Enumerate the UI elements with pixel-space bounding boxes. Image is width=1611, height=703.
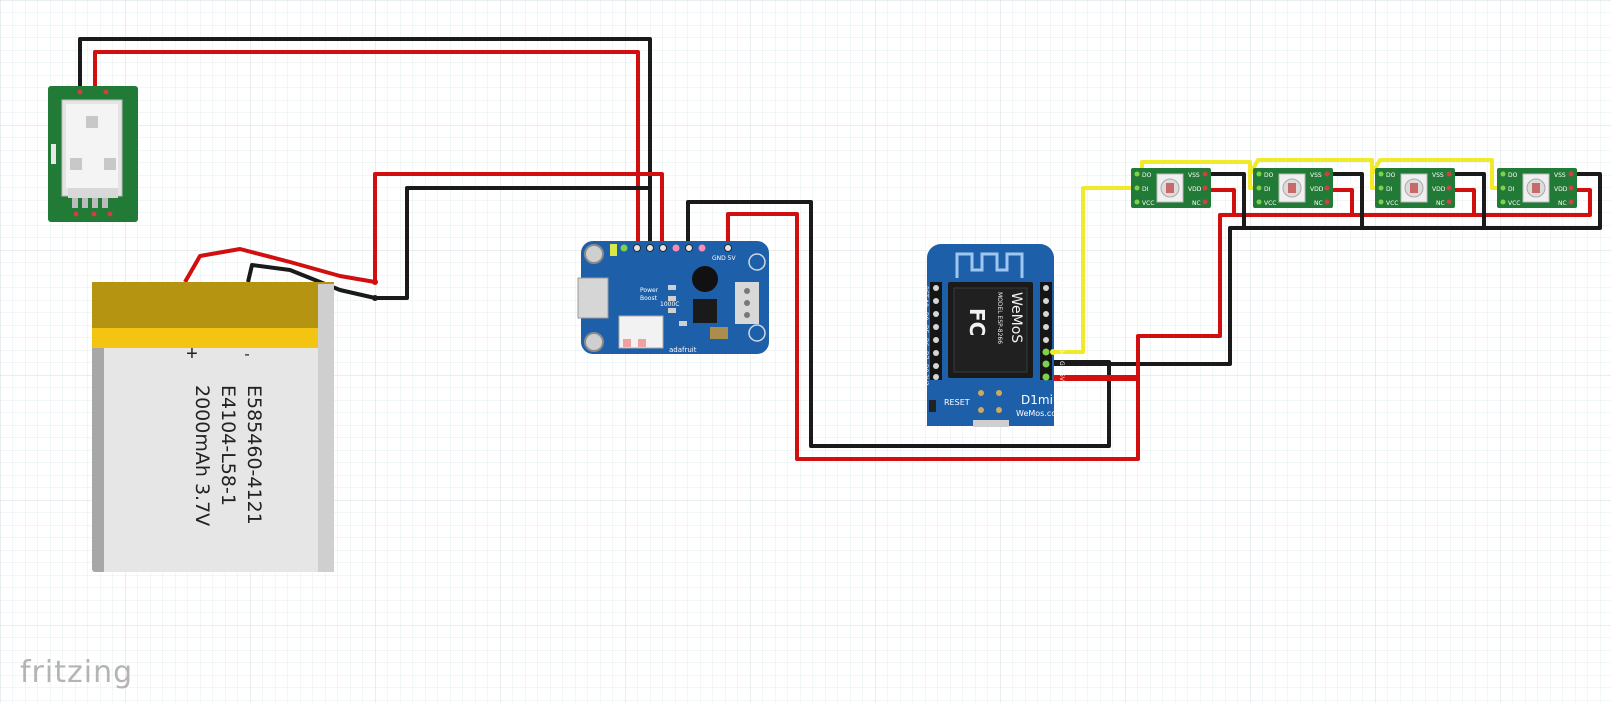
fritzing-logo: fritzing xyxy=(20,655,133,690)
mount-hole-bl xyxy=(584,332,604,352)
pin-label-tx: TX xyxy=(1058,281,1065,290)
battery-plus: + xyxy=(186,343,198,365)
wemos-title: D1mini xyxy=(1021,393,1064,407)
led3-do-label: DO xyxy=(1386,172,1396,179)
led4-vdd-label: VDD xyxy=(1554,186,1568,193)
pin-label-d7: D7 xyxy=(922,351,929,360)
led2-vcc-label: VCC xyxy=(1264,200,1276,207)
led1-do-label: DO xyxy=(1142,172,1152,179)
reset-button[interactable] xyxy=(929,400,936,412)
pin-label-d3: D3 xyxy=(1058,335,1065,344)
led3-di-label: DI xyxy=(1386,186,1393,193)
led3-nc-label: NC xyxy=(1436,200,1445,207)
battery-label-line2: E4104-L58-1 xyxy=(217,385,239,506)
wemos-model-text: MODEL ESP-8266 xyxy=(996,292,1003,344)
wire-chain-vdd-2[interactable] xyxy=(1332,188,1354,215)
wire-chain-vdd-1[interactable] xyxy=(1210,188,1236,215)
mount-hole-tl xyxy=(584,244,604,264)
battery-minus: - xyxy=(244,346,249,363)
pin-label-d4: D4 xyxy=(1058,348,1065,357)
led1-di-label: DI xyxy=(1142,186,1149,193)
led4-di-label: DI xyxy=(1508,186,1515,193)
wemos-fc-logo: FC xyxy=(965,308,989,336)
pin-label-3v3: 3V3 xyxy=(922,374,929,386)
powerboost-header xyxy=(620,244,732,252)
powerboost-power-label: Power xyxy=(640,287,659,294)
wire-endpoints xyxy=(372,279,1056,355)
pin-label-d1: D1 xyxy=(1058,309,1065,318)
pin-label-d8: D8 xyxy=(922,364,929,373)
lipo-battery[interactable]: - + E585460-4121 E4104-L58-1 2000mAh 3.7… xyxy=(92,282,334,572)
led1-nc-label: NC xyxy=(1192,200,1201,207)
led3-vdd-label: VDD xyxy=(1432,186,1446,193)
wemos-brand: WeMos.cc xyxy=(1016,409,1056,418)
led2-di-label: DI xyxy=(1264,186,1271,193)
wire-batt-red[interactable] xyxy=(183,172,664,284)
led1-vcc-label: VCC xyxy=(1142,200,1154,207)
led2-vdd-label: VDD xyxy=(1310,186,1324,193)
wires xyxy=(78,37,1602,461)
led3-vss-label: VSS xyxy=(1432,172,1444,179)
wire-data-d4[interactable] xyxy=(1053,186,1142,354)
powerboost-gnd5v-label: GND 5V xyxy=(712,255,736,262)
powerboost-1000c-label: 1000C xyxy=(660,301,679,308)
wire-batt-black[interactable] xyxy=(246,186,650,300)
led3-vcc-label: VCC xyxy=(1386,200,1398,207)
pin-label-rx: RX xyxy=(1058,296,1065,304)
pin-label-5v: 5V xyxy=(1058,373,1065,382)
powerboost-boost-label: Boost xyxy=(640,295,658,302)
led4-nc-label: NC xyxy=(1558,200,1567,207)
wemos-left-header xyxy=(930,282,942,380)
pin-label-d0: D0 xyxy=(922,312,929,321)
led-module-4[interactable]: DO DI VCC VSS VDD NC xyxy=(1496,167,1578,209)
wire-chain-vdd-3[interactable] xyxy=(1454,188,1476,215)
battery-label-line1: E585460-4121 xyxy=(243,385,265,525)
wire-chain-vss-3[interactable] xyxy=(1454,172,1486,228)
led-module-3[interactable]: DO DI VCC VSS VDD NC xyxy=(1374,167,1456,209)
led4-vss-label: VSS xyxy=(1554,172,1566,179)
wire-wemos-5v-led[interactable] xyxy=(1053,188,1592,381)
powerboost-board[interactable]: Power Boost 1000C GND 5V adafruit xyxy=(577,241,769,354)
led1-vdd-label: VDD xyxy=(1188,186,1202,193)
pin-label-g: G xyxy=(1058,361,1065,366)
powerboost-brand: adafruit xyxy=(669,346,697,354)
wemos-reset-label: RESET xyxy=(944,398,970,407)
wire-usb-black[interactable] xyxy=(78,37,652,246)
led1-vss-label: VSS xyxy=(1188,172,1200,179)
wire-wemos-gnd-led[interactable] xyxy=(1053,172,1602,366)
pin-label-d2: D2 xyxy=(1058,322,1065,331)
led4-do-label: DO xyxy=(1508,172,1518,179)
pin-label-a0: A0 xyxy=(922,299,929,307)
powerboost-usb-port[interactable] xyxy=(577,277,609,319)
wemos-usb-port[interactable] xyxy=(973,420,1009,427)
led-module-2[interactable]: DO DI VCC VSS VDD NC xyxy=(1252,167,1334,209)
led4-vcc-label: VCC xyxy=(1508,200,1520,207)
led2-vss-label: VSS xyxy=(1310,172,1322,179)
wire-chain-vss-1[interactable] xyxy=(1210,172,1246,228)
pin-label-rst: RST xyxy=(922,286,929,298)
antenna-trace xyxy=(955,252,1024,278)
pin-label-d5: D5 xyxy=(922,325,929,334)
pin-label-d6: D6 xyxy=(922,338,929,347)
wemos-right-header xyxy=(1040,282,1052,381)
wemos-logo-text: WeMoS xyxy=(1008,292,1024,343)
battery-label-line3: 2000mAh 3.7V xyxy=(191,385,213,526)
usb-connector[interactable] xyxy=(48,86,138,222)
wire-chain-vss-2[interactable] xyxy=(1332,172,1364,228)
mount-hole-tr xyxy=(748,253,766,271)
led2-nc-label: NC xyxy=(1314,200,1323,207)
wire-usb-red[interactable] xyxy=(93,50,640,246)
led-module-1[interactable]: DO DI VCC VSS VDD NC xyxy=(1130,167,1212,209)
led2-do-label: DO xyxy=(1264,172,1274,179)
wemos-d1-mini[interactable]: FC MODEL ESP-8266 WeMoS RST A0 D0 D5 D6 … xyxy=(922,244,1065,427)
mount-hole-br xyxy=(748,324,766,342)
